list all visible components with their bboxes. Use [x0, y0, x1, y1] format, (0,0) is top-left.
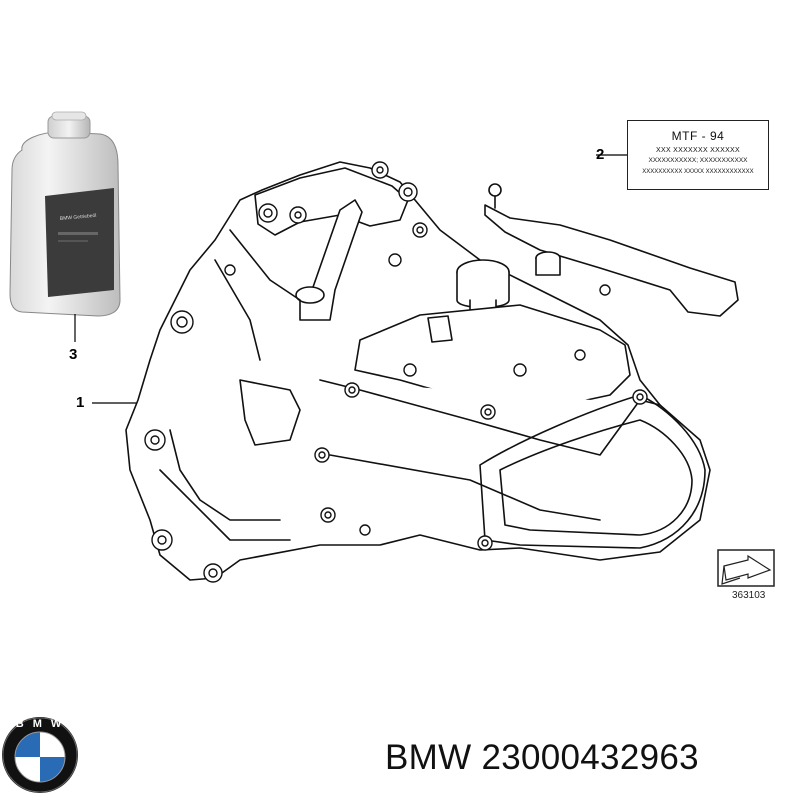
mtf-label-plate: MTF - 94 XXX XXXXXXX XXXXXX XXXXXXXXXXX;… — [627, 120, 769, 190]
gearbox-bolts — [144, 161, 648, 583]
oil-bottle: BMW Getriebeöl — [9, 111, 121, 317]
label-plate-line-2: XXX XXXXXXX XXXXXX — [656, 147, 740, 154]
gearbox-housing — [125, 161, 739, 581]
callout-1: 1 — [76, 394, 85, 411]
diagram-reference-number: 363103 — [732, 590, 766, 601]
callout-3: 3 — [69, 346, 78, 363]
bottle-label-text: BMW Getriebeöl — [60, 213, 97, 222]
label-plate-line-3: XXXXXXXXXXX; XXXXXXXXXXX — [648, 157, 748, 164]
reference-icon-box — [717, 549, 775, 587]
callout-2: 2 — [596, 146, 605, 163]
label-plate-line-4: XXXXXXXXXX XXXXX XXXXXXXXXXXX — [642, 169, 754, 175]
part-number-caption: BMW 23000432963 — [385, 738, 699, 777]
svg-text:B M W: B M W — [16, 718, 65, 730]
arrow-icon — [723, 554, 772, 581]
bmw-logo: B M W — [2, 717, 78, 793]
label-plate-title: MTF - 94 — [671, 129, 725, 143]
